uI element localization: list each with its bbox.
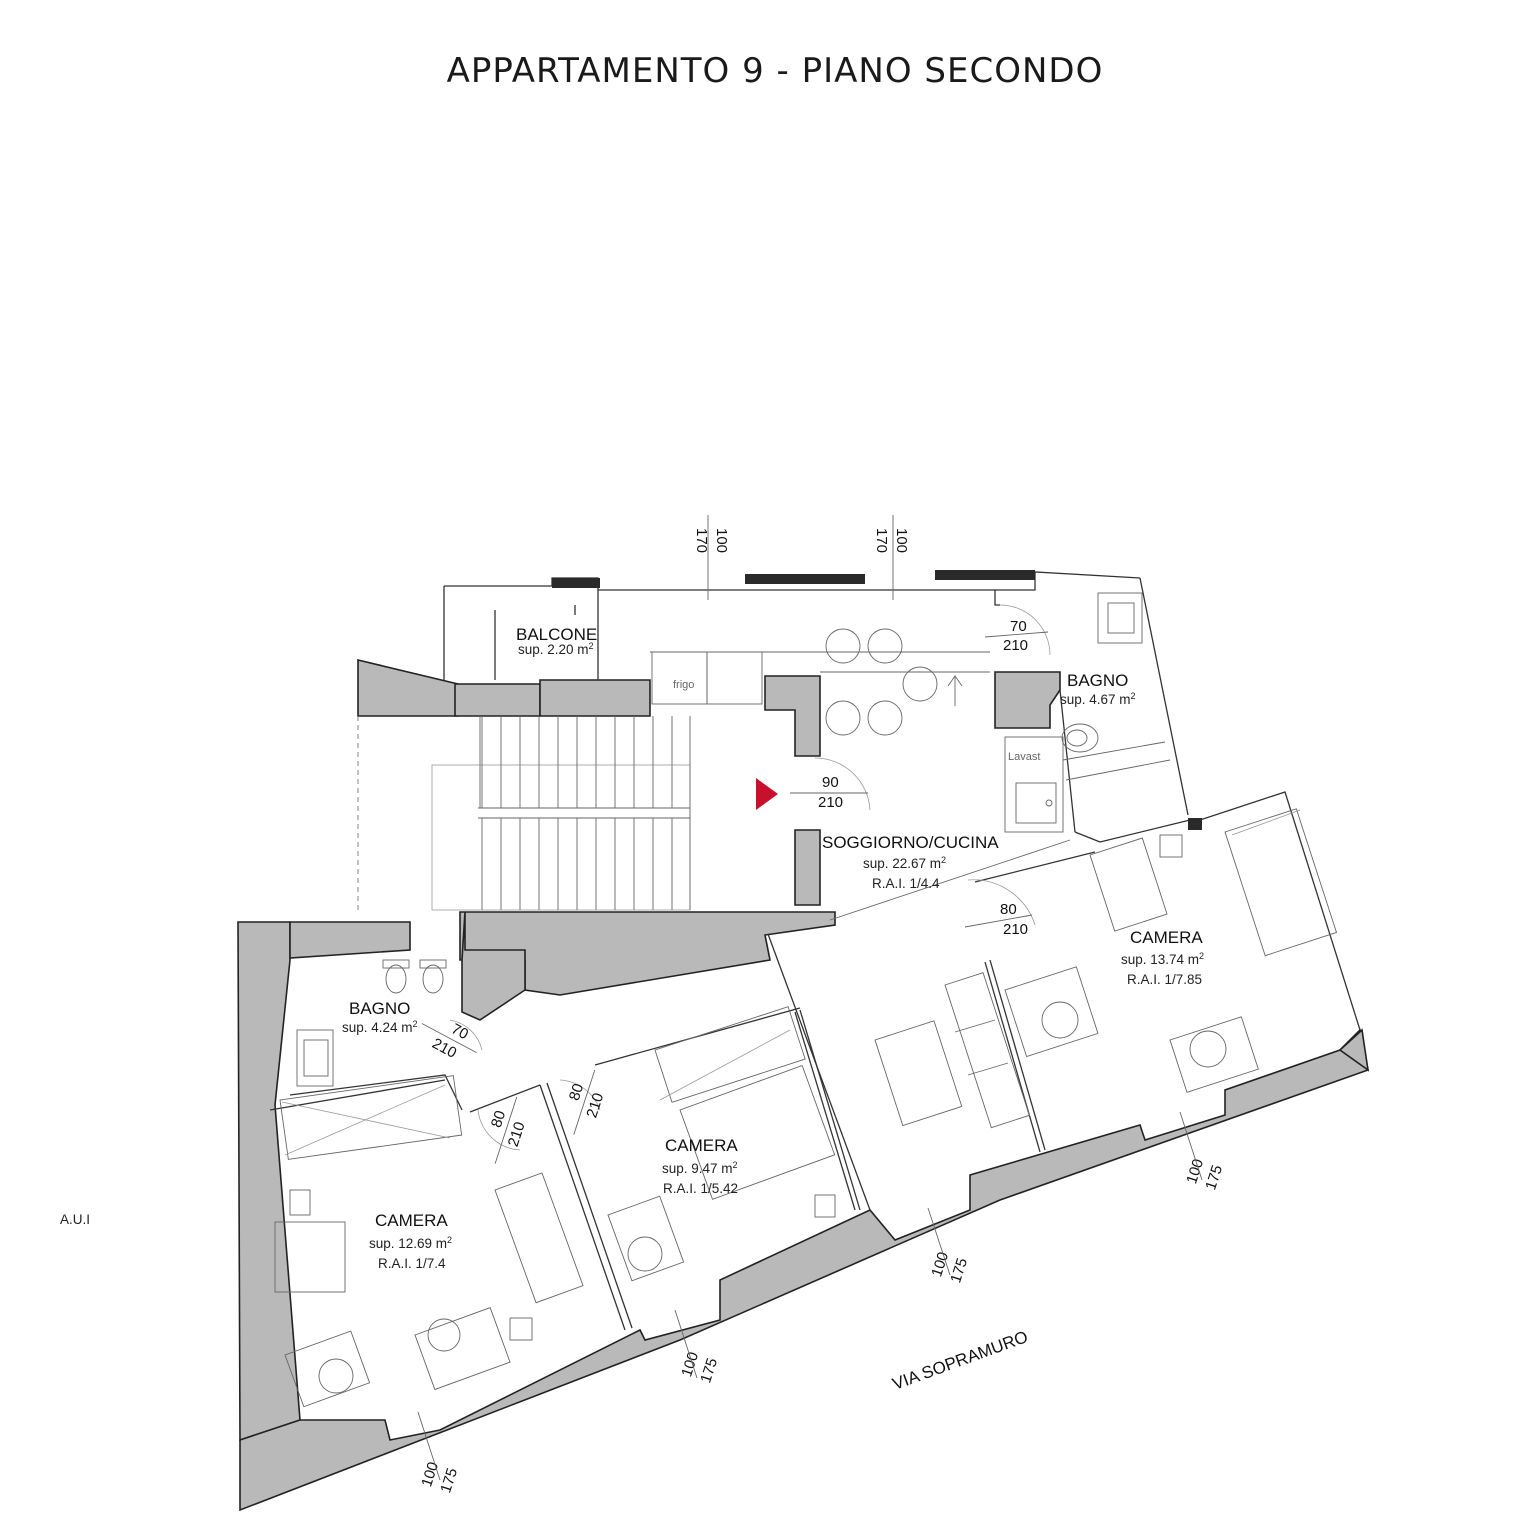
svg-text:BAGNO: BAGNO <box>349 999 410 1018</box>
svg-text:BAGNO: BAGNO <box>1067 671 1128 690</box>
room-camera-mid: CAMERA sup. 9.47 m2 R.A.I. 1/5.42 <box>662 1136 738 1196</box>
building-shell <box>237 658 1370 1512</box>
svg-text:BALCONE: BALCONE <box>516 625 597 644</box>
svg-text:sup. 12.69 m2: sup. 12.69 m2 <box>369 1235 452 1251</box>
svg-text:100: 100 <box>893 528 910 553</box>
svg-text:210: 210 <box>505 1120 529 1149</box>
wall-lines: frigo Lavast <box>269 570 1361 1408</box>
svg-text:175: 175 <box>947 1256 971 1285</box>
svg-text:210: 210 <box>1003 637 1028 654</box>
svg-text:sup. 2.20 m2: sup. 2.20 m2 <box>518 641 594 657</box>
svg-text:175: 175 <box>1202 1163 1226 1192</box>
svg-text:175: 175 <box>437 1466 461 1495</box>
svg-text:210: 210 <box>429 1035 459 1062</box>
svg-text:100: 100 <box>928 1250 952 1279</box>
svg-text:R.A.I. 1/4.4: R.A.I. 1/4.4 <box>872 876 940 891</box>
window-dim-bottom-1: 100 175 <box>418 1460 461 1495</box>
street-label: VIA SOPRAMURO <box>890 1327 1031 1394</box>
svg-text:170: 170 <box>873 528 890 553</box>
door-swings <box>449 604 1051 1151</box>
svg-text:80: 80 <box>1000 901 1017 918</box>
svg-text:70: 70 <box>448 1020 471 1043</box>
svg-text:CAMERA: CAMERA <box>375 1211 448 1230</box>
window-dim-top-1: 100 170 <box>693 528 730 553</box>
plan-title: APPARTAMENTO 9 - PIANO SECONDO <box>447 51 1104 91</box>
svg-text:80: 80 <box>488 1109 509 1130</box>
door-dim-bagno-top: 70 210 <box>984 618 1049 654</box>
svg-text:90: 90 <box>822 774 839 791</box>
svg-text:R.A.I. 1/7.4: R.A.I. 1/7.4 <box>378 1256 446 1271</box>
svg-text:sup. 4.67 m2: sup. 4.67 m2 <box>1060 691 1136 707</box>
svg-text:sup. 9.47 m2: sup. 9.47 m2 <box>662 1160 738 1176</box>
svg-text:sup. 4.24 m2: sup. 4.24 m2 <box>342 1019 418 1035</box>
entrance-arrow-icon <box>756 778 778 810</box>
svg-text:SOGGIORNO/CUCINA: SOGGIORNO/CUCINA <box>822 833 999 852</box>
svg-text:sup. 22.67 m2: sup. 22.67 m2 <box>863 855 946 871</box>
frigo-label: frigo <box>673 679 694 691</box>
lavast-label: Lavast <box>1008 751 1040 763</box>
svg-text:70: 70 <box>1010 618 1027 635</box>
dining-set <box>825 628 963 736</box>
window-dim-bottom-3: 100 175 <box>928 1250 971 1285</box>
room-camera-right: CAMERA sup. 13.74 m2 R.A.I. 1/7.85 <box>1121 928 1204 987</box>
door-dim-entrance: 90 210 <box>790 774 868 811</box>
svg-text:210: 210 <box>818 794 843 811</box>
window-dim-top-2: 100 170 <box>873 528 910 553</box>
svg-text:R.A.I. 1/5.42: R.A.I. 1/5.42 <box>663 1181 738 1196</box>
svg-text:210: 210 <box>583 1091 607 1120</box>
room-camera-left: CAMERA sup. 12.69 m2 R.A.I. 1/7.4 <box>369 1211 452 1271</box>
svg-text:100: 100 <box>713 528 730 553</box>
door-dim-camera-left: 80 210 <box>488 1096 529 1164</box>
room-balcone: BALCONE sup. 2.20 m2 <box>516 625 597 657</box>
svg-text:CAMERA: CAMERA <box>1130 928 1203 947</box>
room-bagno-left: BAGNO sup. 4.24 m2 <box>342 999 418 1035</box>
side-label: A.U.I <box>60 1212 90 1227</box>
svg-text:175: 175 <box>697 1356 721 1385</box>
room-bagno-top: BAGNO sup. 4.67 m2 <box>1060 671 1136 707</box>
svg-text:R.A.I. 1/7.85: R.A.I. 1/7.85 <box>1127 972 1202 987</box>
svg-text:CAMERA: CAMERA <box>665 1136 738 1155</box>
svg-text:100: 100 <box>678 1350 702 1379</box>
svg-text:80: 80 <box>566 1082 587 1103</box>
door-dim-camera-mid: 80 210 <box>566 1069 607 1135</box>
window-dim-bottom-4: 100 175 <box>1183 1157 1226 1192</box>
staircase <box>357 716 691 912</box>
door-dim-camera-right: 80 210 <box>964 901 1033 938</box>
svg-text:170: 170 <box>693 528 710 553</box>
svg-text:sup. 13.74 m2: sup. 13.74 m2 <box>1121 951 1204 967</box>
svg-text:210: 210 <box>1003 921 1028 938</box>
room-soggiorno-cucina: SOGGIORNO/CUCINA sup. 22.67 m2 R.A.I. 1/… <box>822 833 999 891</box>
window-dim-bottom-2: 100 175 <box>678 1350 721 1385</box>
